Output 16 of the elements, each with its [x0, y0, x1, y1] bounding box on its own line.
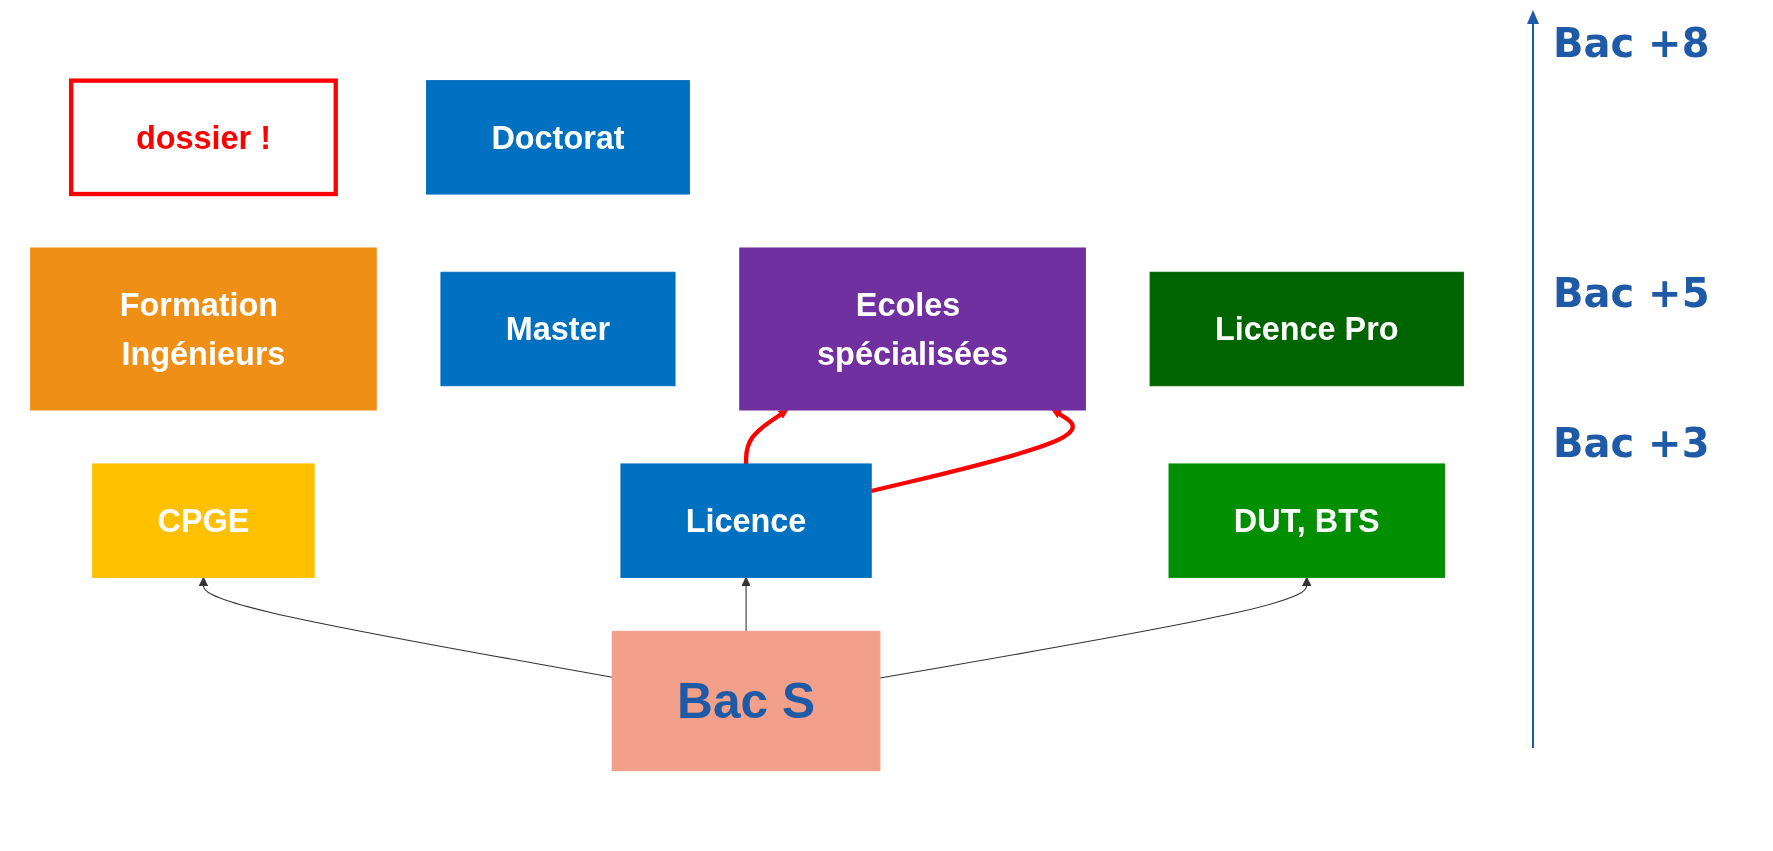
node-box: CPGE: [91, 463, 315, 578]
arrow: [740, 576, 751, 632]
node-box: Formation Ingénieurs: [29, 247, 377, 411]
node-box: Doctorat: [425, 79, 690, 195]
node-box: Bac S: [611, 630, 880, 772]
node-box: Licence: [619, 463, 872, 578]
level-label: Bac +5: [1553, 270, 1710, 316]
node-box: Ecoles spécialisées: [738, 247, 1086, 411]
node-box: DUT, BTS: [1168, 463, 1445, 578]
node-box: Master: [439, 271, 676, 387]
arrow: [743, 409, 788, 464]
arrow: [870, 409, 1075, 493]
node-box: Licence Pro: [1149, 271, 1464, 387]
level-label: Bac +8: [1553, 20, 1710, 66]
node-box: dossier !: [68, 78, 338, 197]
level-label: Bac +3: [1553, 420, 1710, 466]
